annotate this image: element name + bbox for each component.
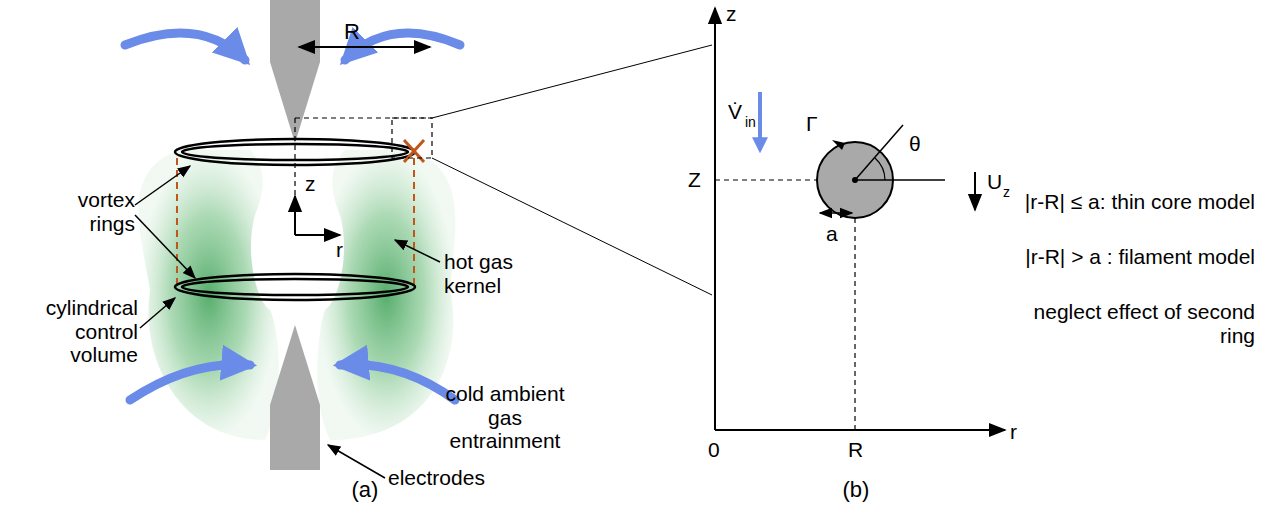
angle-label: θ <box>909 132 921 156</box>
callout-label: vortex rings <box>30 188 135 235</box>
note: |r-R| ≤ a: thin core model <box>1005 190 1255 214</box>
axis-label: z <box>726 2 737 26</box>
subscript: z <box>1003 185 1010 201</box>
callout-label: cold ambient gas entrainment <box>430 382 580 453</box>
axis-label: R <box>848 438 863 462</box>
circulation-label: Γ <box>806 112 818 136</box>
coordinate-label: Z <box>688 168 701 192</box>
velocity-label: U <box>987 170 1002 194</box>
subscript: in <box>745 115 756 131</box>
axis-label: 0 <box>708 438 720 462</box>
axis-label: z <box>305 172 316 196</box>
callout-label: electrodes <box>388 466 485 490</box>
axis-label: r <box>1010 420 1017 444</box>
note: neglect effect of second ring <box>1005 300 1255 347</box>
dimension-label: a <box>826 222 838 246</box>
panel-label: (a) <box>352 478 379 503</box>
flow-label: V̇ <box>728 100 742 124</box>
note: |r-R| > a : filament model <box>1005 245 1255 269</box>
panel-label: (b) <box>843 478 870 503</box>
axis-label: r <box>336 238 343 262</box>
dimension-label: R <box>344 20 360 45</box>
callout-label: cylindrical control volume <box>8 296 138 367</box>
callout-label: hot gas kernel <box>444 250 534 297</box>
